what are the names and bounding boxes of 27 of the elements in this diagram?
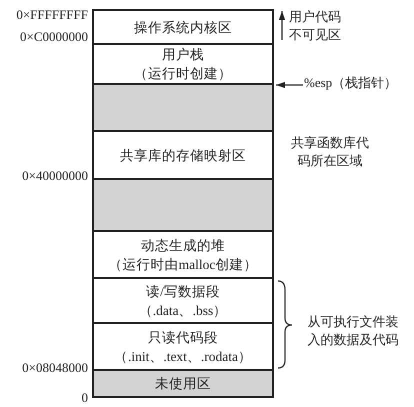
segment-title: 共享库的存储映射区 <box>120 146 246 164</box>
address-label: 0×FFFFFFFF <box>16 6 88 23</box>
segment-title: 动态生成的堆 <box>141 236 225 254</box>
segment-note: （.init、.text、.rodata） <box>114 348 252 366</box>
segment-title: 只读代码段 <box>148 328 218 346</box>
segment-note: （运行时由malloc创建） <box>108 256 258 274</box>
free-space-band <box>92 83 274 132</box>
memory-segment <box>92 277 274 324</box>
pointer-arrow <box>276 82 303 88</box>
region-note: 从可执行文件装入的数据及代码 <box>306 313 400 349</box>
memory-segment <box>92 230 274 279</box>
segment-title: 读/写数据段 <box>146 282 220 300</box>
address-label: 0×08048000 <box>22 359 88 376</box>
region-note: 用户代码不可见区 <box>289 8 342 44</box>
segment-title: 操作系统内核区 <box>134 18 232 36</box>
memory-segment <box>92 369 274 398</box>
segment-title: 用户栈 <box>162 46 204 64</box>
address-label: 0×40000000 <box>22 167 88 184</box>
segment-title: 未使用区 <box>155 375 211 393</box>
address-label: 0×C0000000 <box>20 28 88 45</box>
register-label: %esp（栈指针） <box>304 74 398 91</box>
address-label: 0 <box>82 389 88 406</box>
segment-note: （运行时创建） <box>134 65 232 83</box>
segment-note: （.data、.bss） <box>138 302 228 320</box>
region-note: 共享函数库代码所在区域 <box>290 134 370 170</box>
free-space-band <box>92 178 274 232</box>
memory-segment <box>92 9 274 45</box>
